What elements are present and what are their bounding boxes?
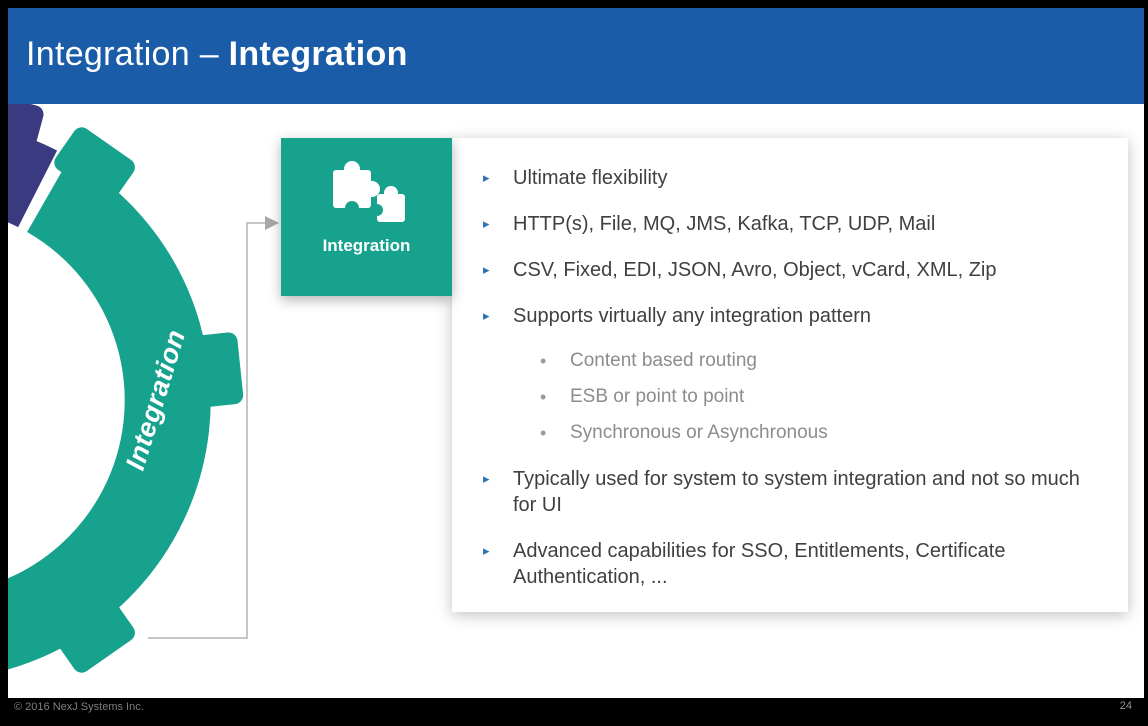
integration-box: Integration (281, 138, 452, 296)
bullet-item: ▸ Advanced capabilities for SSO, Entitle… (483, 538, 1108, 590)
sub-bullet-dot-icon: • (540, 387, 547, 407)
title-bar: Integration – Integration (8, 8, 1144, 104)
bullet-text: Supports virtually any integration patte… (513, 305, 871, 327)
bullet-item: ▸ HTTP(s), File, MQ, JMS, Kafka, TCP, UD… (483, 211, 1108, 237)
wheel-segment-integration (8, 157, 211, 670)
page-title: Integration – Integration (26, 34, 408, 74)
gear-tooth (54, 127, 135, 203)
bullet-item: ▸ Typically used for system to system in… (483, 466, 1108, 518)
gear-tooth (54, 597, 135, 673)
sub-bullet-text: ESB or point to point (570, 386, 745, 407)
wheel-segment-secondary (8, 131, 58, 228)
gear-wheel (8, 104, 244, 673)
bullet-arrow-icon: ▸ (483, 216, 490, 231)
bullet-text: Advanced capabilities for SSO, Entitleme… (513, 540, 1006, 588)
bullet-text: Ultimate flexibility (513, 167, 668, 189)
bullet-text: HTTP(s), File, MQ, JMS, Kafka, TCP, UDP,… (513, 213, 936, 235)
bullet-arrow-icon: ▸ (483, 543, 490, 558)
sub-bullet-item: • ESB or point to point (540, 385, 1108, 409)
bullet-text: CSV, Fixed, EDI, JSON, Avro, Object, vCa… (513, 259, 997, 281)
connector-arrow (148, 216, 279, 639)
bullet-item: ▸ Ultimate flexibility (483, 165, 1108, 191)
slide: Integration – Integration Integration (8, 8, 1144, 698)
bullet-text: Typically used for system to system inte… (513, 468, 1080, 516)
sub-bullet-dot-icon: • (540, 423, 547, 443)
bullet-item: ▸ CSV, Fixed, EDI, JSON, Avro, Object, v… (483, 257, 1108, 283)
integration-box-label: Integration (322, 236, 411, 255)
sub-bullet-item: • Synchronous or Asynchronous (540, 421, 1108, 445)
integration-wheel-diagram (8, 104, 279, 673)
copyright-text: © 2016 NexJ Systems Inc. (14, 701, 144, 713)
sub-bullet-text: Synchronous or Asynchronous (570, 422, 828, 443)
sub-bullet-item: • Content based routing (540, 349, 1108, 373)
bullet-arrow-icon: ▸ (483, 262, 490, 277)
page-title-prefix: Integration – (26, 35, 229, 73)
page-number: 24 (1119, 700, 1132, 712)
sub-bullet-text: Content based routing (570, 350, 757, 371)
puzzle-pieces-icon (332, 161, 405, 222)
page-title-emphasis: Integration (228, 35, 408, 73)
content-card: ▸ Ultimate flexibility ▸ HTTP(s), File, … (452, 138, 1128, 612)
bullet-arrow-icon: ▸ (483, 471, 490, 486)
sub-bullet-dot-icon: • (540, 351, 547, 371)
bullet-arrow-icon: ▸ (483, 308, 490, 323)
bullet-item: ▸ Supports virtually any integration pat… (483, 303, 1108, 329)
bullet-arrow-icon: ▸ (483, 170, 490, 185)
